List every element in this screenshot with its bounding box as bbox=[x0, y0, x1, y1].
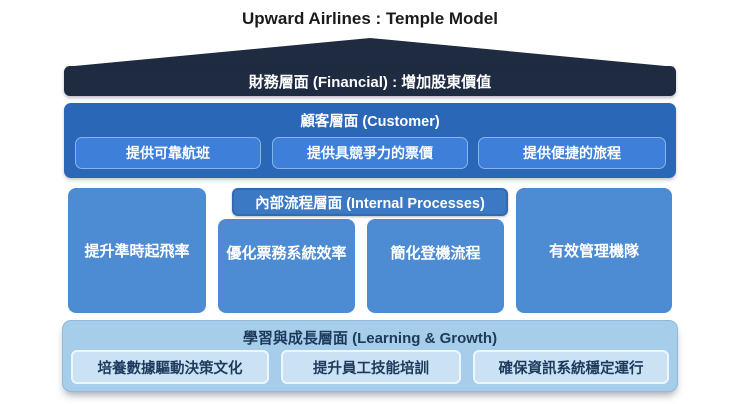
learning-goal-employee-training: 提升員工技能培訓 bbox=[281, 350, 461, 384]
customer-goal-label: 提供便捷的旅程 bbox=[523, 145, 621, 161]
learning-goal-data-driven-culture: 培養數據驅動決策文化 bbox=[71, 350, 269, 384]
roof-peak-shape bbox=[64, 38, 676, 67]
learning-growth-layer-label: 學習與成長層面 (Learning & Growth) bbox=[242, 330, 498, 347]
learning-goal-label: 提升員工技能培訓 bbox=[313, 360, 429, 377]
learning-goal-stable-it-systems: 確保資訊系統穩定運行 bbox=[473, 350, 669, 384]
customer-goal-label: 提供可靠航班 bbox=[126, 145, 210, 161]
customer-goal-label: 提供具競爭力的票價 bbox=[307, 145, 433, 161]
learning-goal-label: 培養數據驅動決策文化 bbox=[97, 360, 243, 377]
learning-growth-layer: 學習與成長層面 (Learning & Growth) 培養數據驅動決策文化 提… bbox=[62, 320, 678, 392]
customer-goal-reliable-flights: 提供可靠航班 bbox=[75, 137, 261, 169]
pillar-label: 優化票務系統效率 bbox=[226, 245, 347, 262]
diagram-title: Upward Airlines : Temple Model bbox=[242, 9, 498, 28]
pillar-label: 簡化登機流程 bbox=[390, 245, 481, 262]
pillar-ticketing-efficiency: 優化票務系統效率 bbox=[218, 219, 355, 313]
customer-layer-label: 顧客層面 (Customer) bbox=[300, 114, 440, 130]
pillar-boarding-process: 簡化登機流程 bbox=[367, 219, 504, 313]
internal-processes-layer-label: 內部流程層面 (Internal Processes) bbox=[232, 188, 508, 216]
pillar-label: 有效管理機隊 bbox=[548, 243, 639, 260]
financial-layer-label: 財務層面 (Financial) : 增加股東價值 bbox=[248, 73, 492, 91]
pillar-on-time-departure: 提升準時起飛率 bbox=[68, 188, 206, 313]
pillar-fleet-management: 有效管理機隊 bbox=[516, 188, 672, 313]
internal-header-label: 內部流程層面 (Internal Processes) bbox=[255, 195, 485, 212]
customer-goal-competitive-fares: 提供具競爭力的票價 bbox=[272, 137, 468, 169]
customer-goal-convenient-journey: 提供便捷的旅程 bbox=[478, 137, 666, 169]
pillar-label: 提升準時起飛率 bbox=[84, 243, 190, 260]
financial-layer: 財務層面 (Financial) : 增加股東價值 bbox=[64, 66, 676, 96]
learning-goal-label: 確保資訊系統穩定運行 bbox=[498, 360, 644, 377]
customer-layer: 顧客層面 (Customer) 提供可靠航班 提供具競爭力的票價 提供便捷的旅程 bbox=[64, 103, 676, 178]
